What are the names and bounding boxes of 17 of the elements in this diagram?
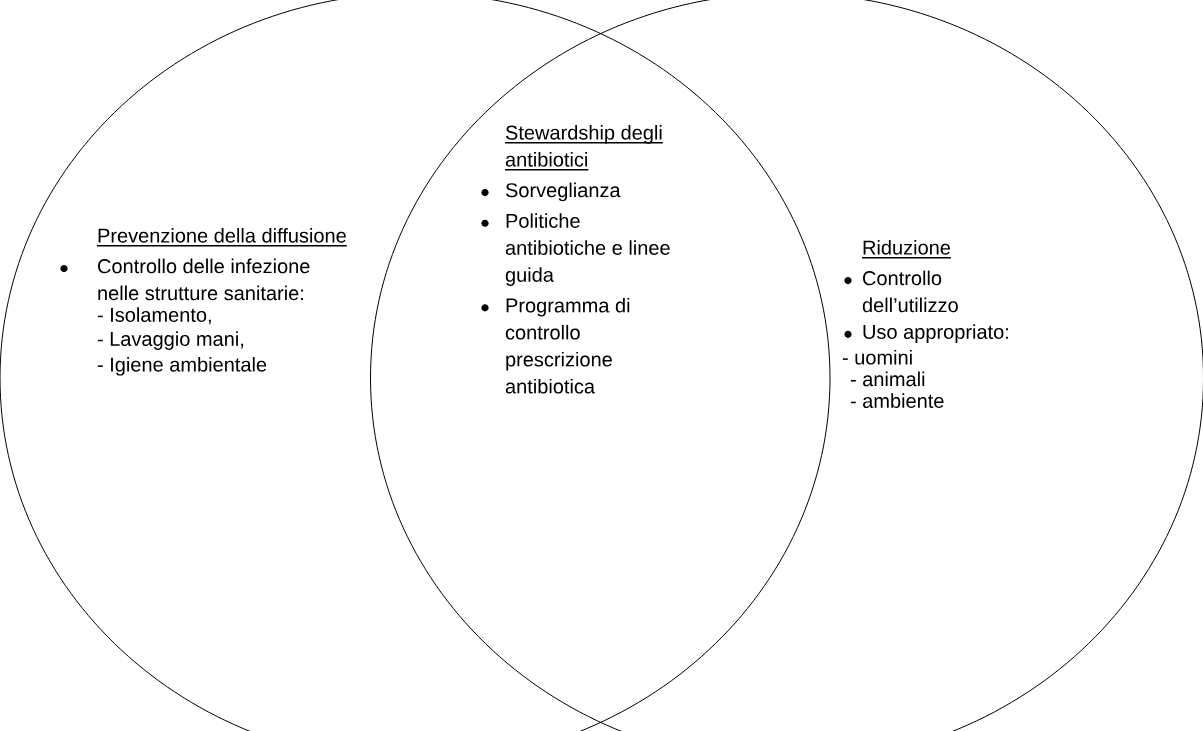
list-item: - Lavaggio mani, (97, 331, 244, 350)
list-item: - uomini (842, 349, 912, 365)
list-item: - animali (850, 371, 925, 387)
section-heading: Riduzione (861, 240, 952, 259)
bullet-item: Uso appropriato: (844, 324, 1008, 343)
section-heading: Stewardship degli antibiotici (504, 125, 664, 171)
bullet-item: Controllo dell’utilizzo (844, 270, 958, 313)
list-item: - Isolamento, (97, 307, 211, 325)
section-heading: Prevenzione della diffusione (96, 228, 348, 247)
text-column (60, 228, 348, 376)
list-item: - Igiene ambientale (97, 356, 267, 376)
bullet-item: Politiche antibiotiche e linee guida (481, 213, 670, 286)
bullet-item: Controllo delle infezione nelle strutture sanitarie: (60, 258, 310, 301)
bullet-item: Programma di controllo prescrizione antibiotica (481, 297, 630, 394)
list-item: - ambiente (850, 393, 944, 408)
bullet-item: Sorveglianza (481, 182, 621, 202)
text-column (842, 240, 1008, 408)
